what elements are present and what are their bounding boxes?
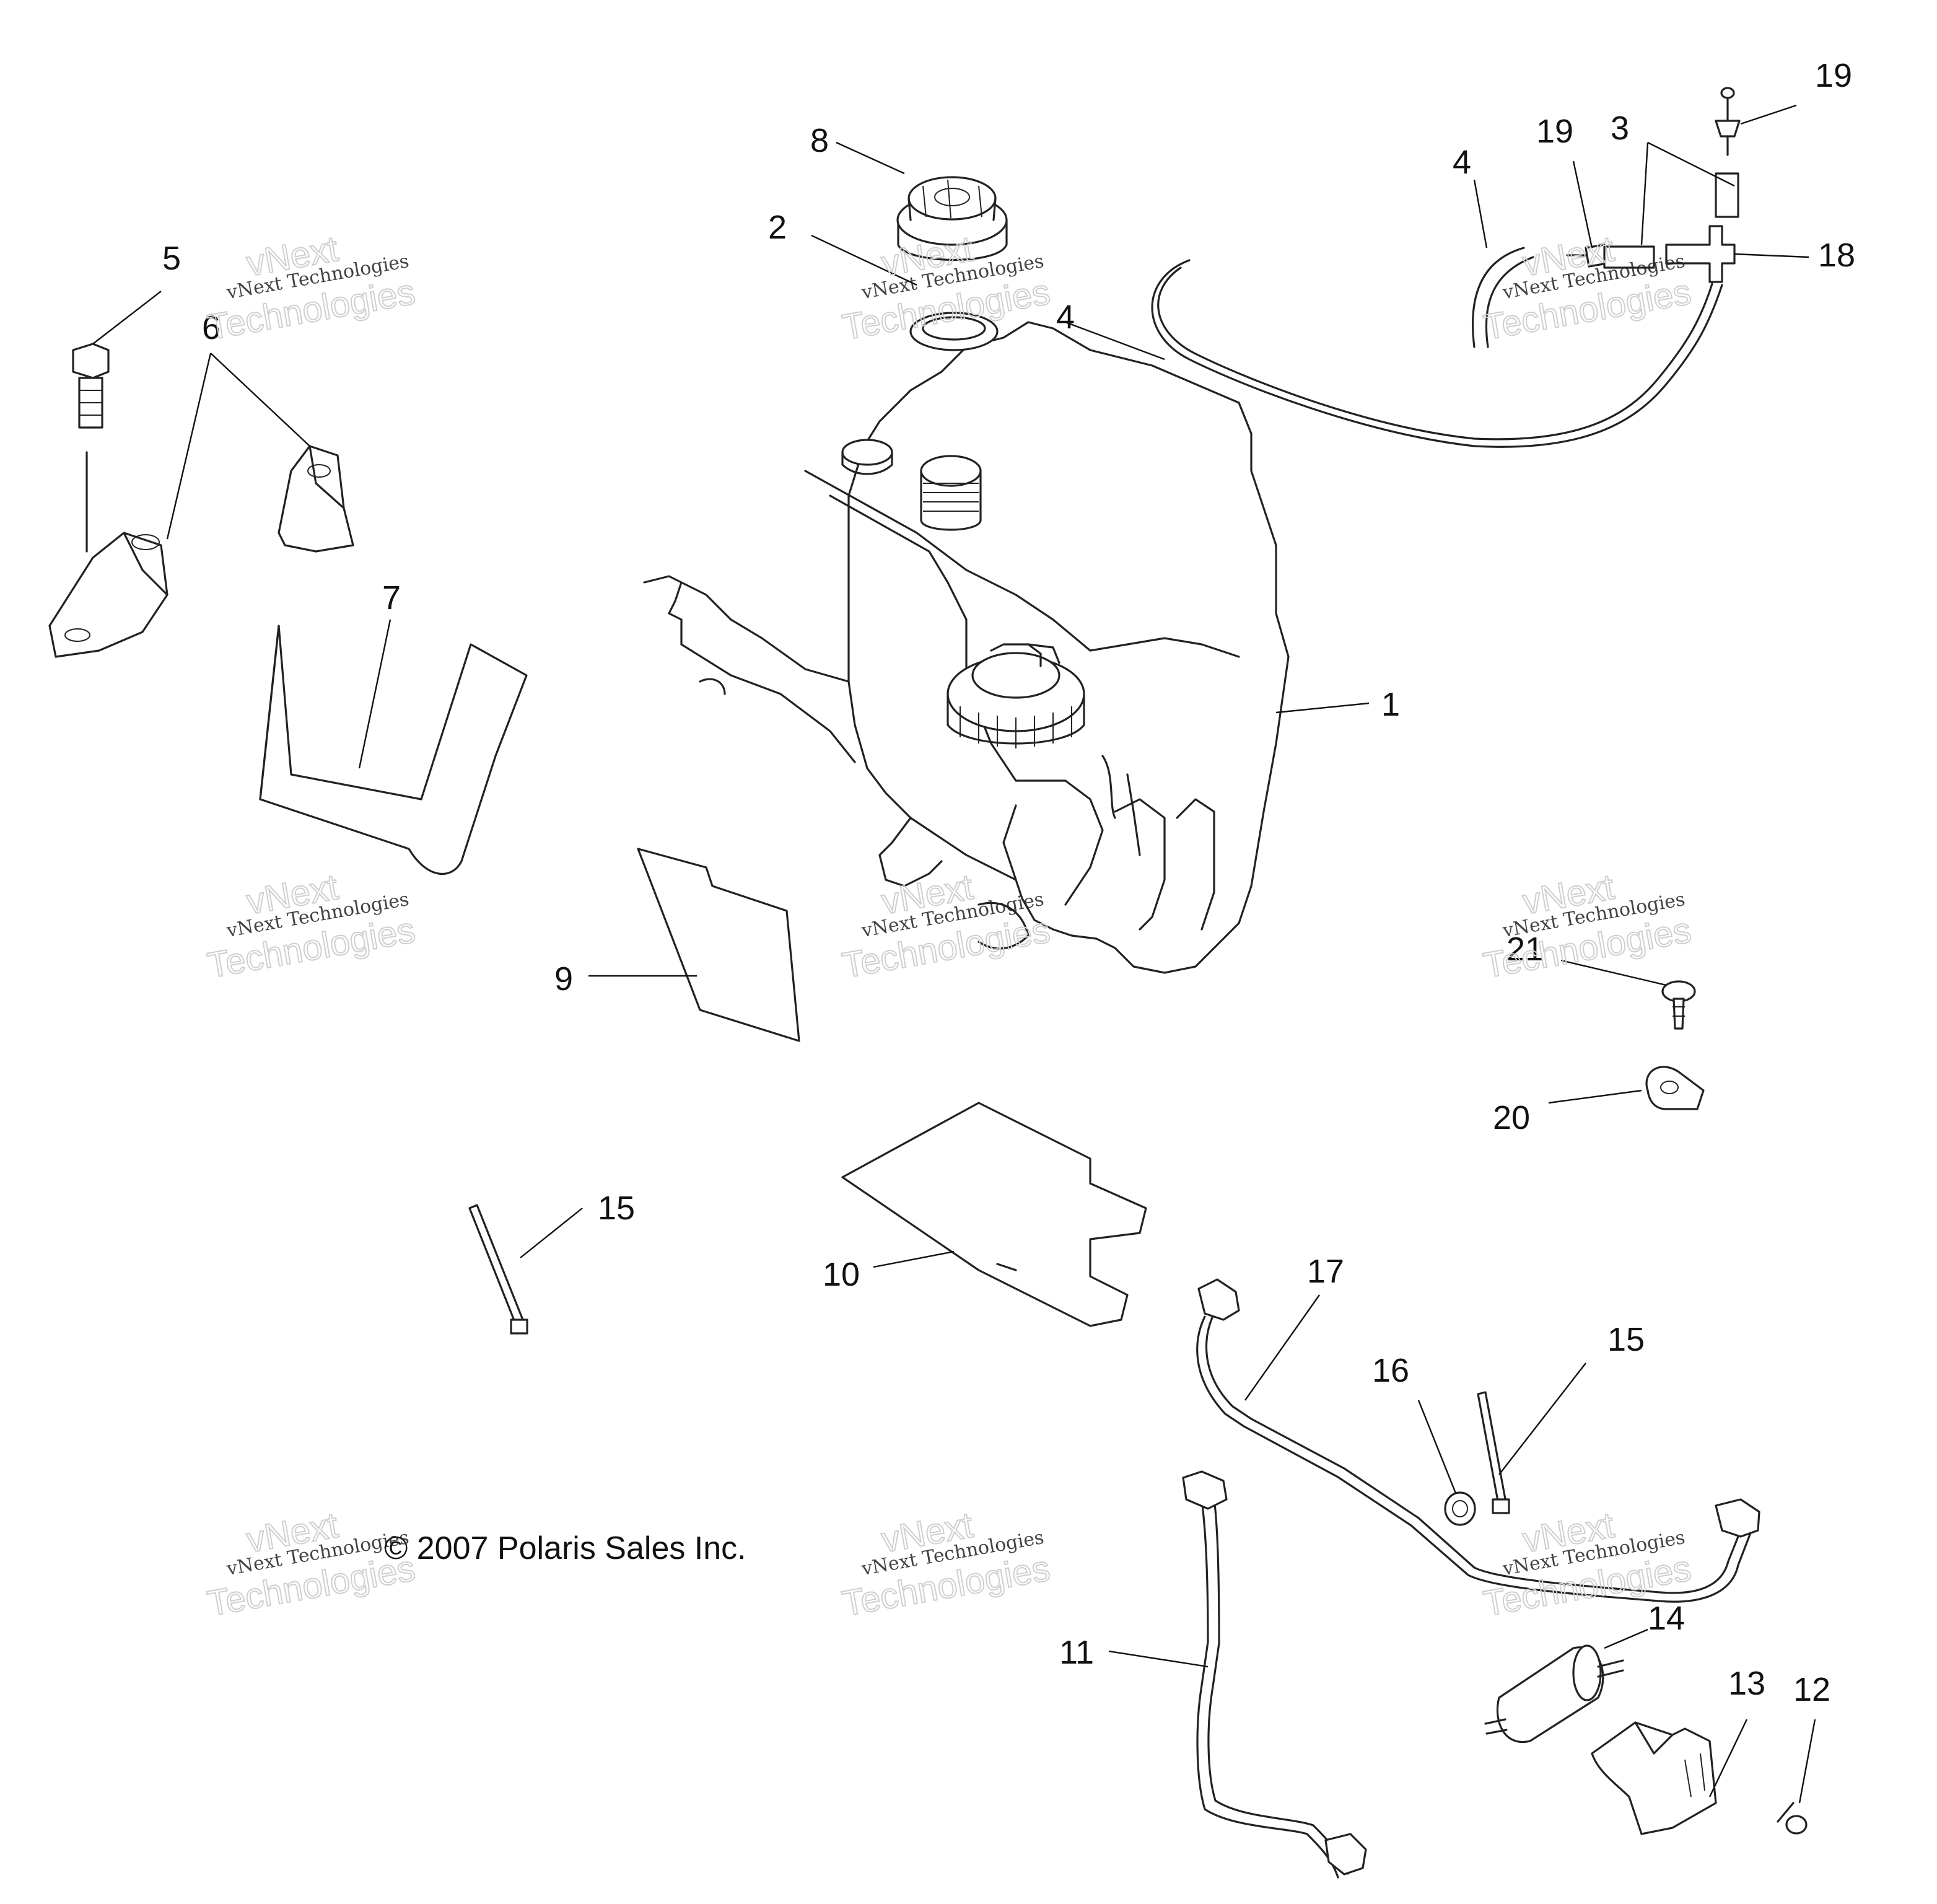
callout-4-a: 4 [1453,144,1471,181]
callout-16: 16 [1372,1352,1409,1389]
fuel-line-supply[interactable] [1196,1278,1760,1603]
fuel-tank[interactable] [643,321,1290,974]
callout-12: 12 [1793,1671,1830,1708]
fuel-filter[interactable] [1484,1644,1624,1744]
push-rivet[interactable] [1661,980,1696,1030]
callout-labels: 1 2 3 4 4 5 6 7 8 9 10 11 12 13 14 15 15… [162,57,1855,1708]
callout-2: 2 [768,209,787,246]
hose-clip[interactable] [1645,1066,1705,1110]
tank-pad-bottom[interactable] [841,1102,1147,1327]
callout-9: 9 [554,960,573,998]
callout-5: 5 [162,240,181,277]
callout-19-b: 19 [1536,113,1573,150]
callout-4-b: 4 [1056,299,1075,336]
tank-bracket-left[interactable] [48,532,168,658]
callout-8: 8 [810,122,829,159]
cable-tie-right[interactable] [1477,1391,1510,1514]
callout-14: 14 [1648,1600,1685,1637]
tank-bracket-right[interactable] [278,445,354,553]
callout-15-b: 15 [1607,1321,1645,1358]
vent-check-valve-top[interactable] [1715,87,1741,156]
callout-1: 1 [1381,686,1400,723]
callout-3: 3 [1611,110,1629,147]
callout-15-a: 15 [598,1190,635,1227]
vent-tee-fitting[interactable] [1665,225,1736,283]
fuel-cap[interactable] [896,176,1008,261]
filter-bracket[interactable] [1591,1721,1717,1835]
callout-11: 11 [1059,1634,1094,1671]
fuel-line-return[interactable] [1182,1470,1367,1879]
callout-20: 20 [1493,1099,1530,1136]
bracket-screw[interactable] [1777,1802,1808,1835]
copyright-notice: © 2007 Polaris Sales Inc. [384,1530,746,1566]
vent-hose[interactable] [1151,247,1723,448]
callout-19-a: 19 [1815,57,1852,94]
filler-gasket[interactable] [909,312,999,351]
grommet[interactable] [1444,1491,1476,1526]
cable-tie-left[interactable] [468,1204,528,1335]
callout-18: 18 [1818,237,1855,274]
callout-21: 21 [1506,931,1544,968]
callout-7: 7 [382,579,401,616]
callout-10: 10 [823,1256,860,1293]
tank-pad-l[interactable] [259,625,528,875]
callout-17: 17 [1307,1253,1344,1290]
callout-6: 6 [202,309,221,346]
callout-13: 13 [1728,1665,1765,1702]
mounting-bolt[interactable] [72,343,110,553]
leader-lines [92,104,1816,1804]
vent-hose-short[interactable] [1603,172,1739,269]
tank-pad-small[interactable] [637,848,800,1042]
